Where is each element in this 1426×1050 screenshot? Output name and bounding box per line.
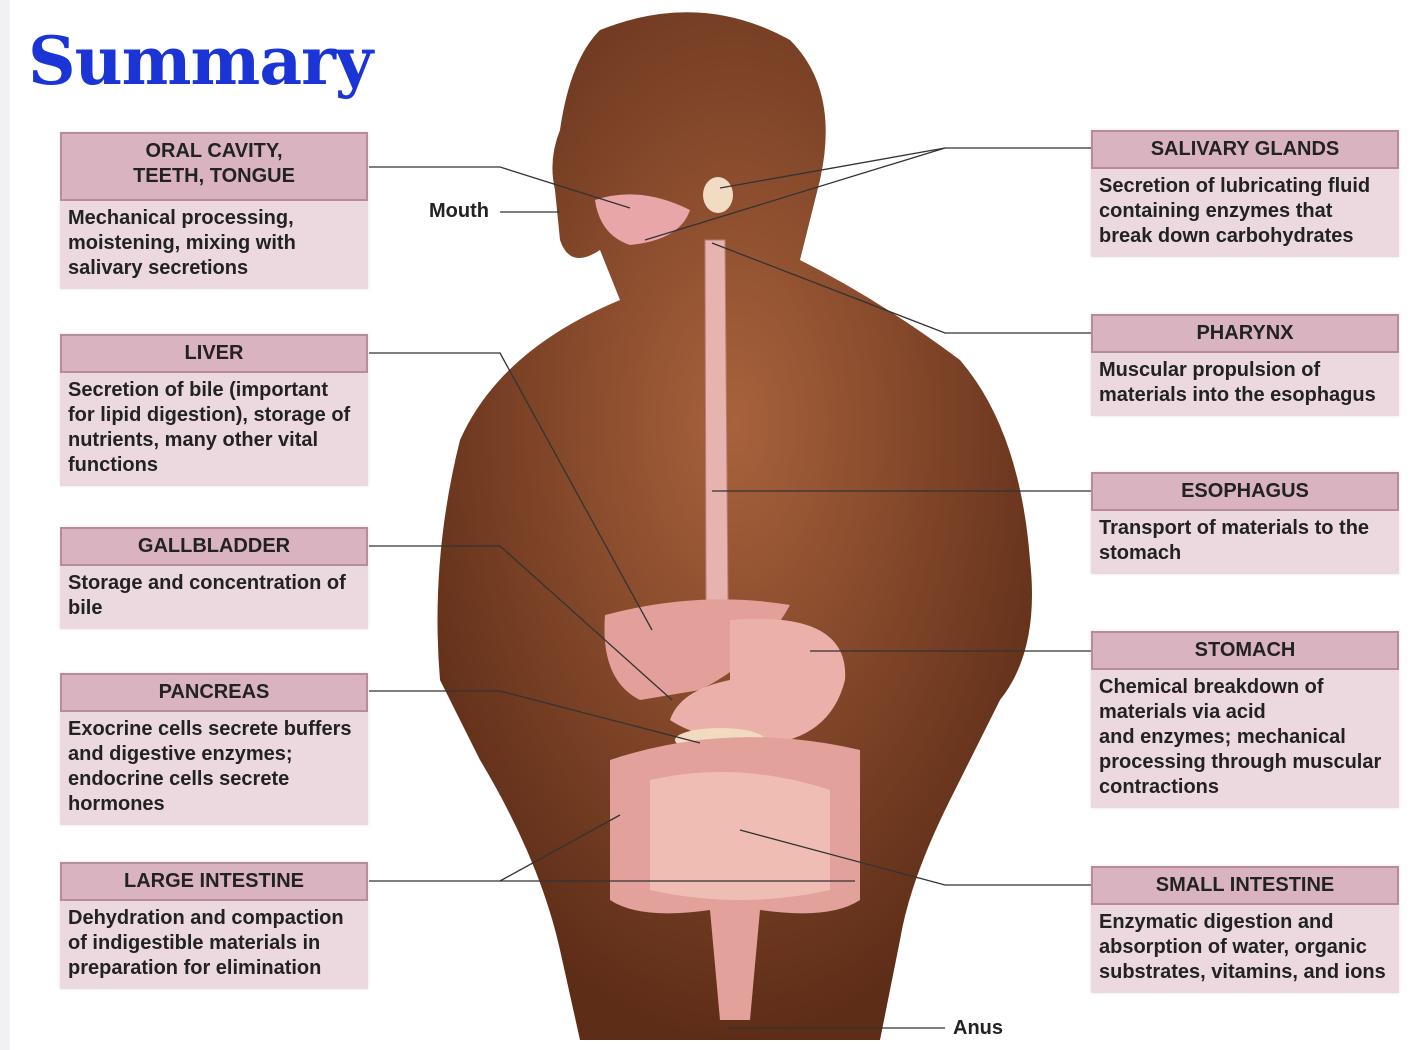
box-heading: PHARYNX: [1091, 314, 1399, 353]
esophagus: [704, 239, 729, 601]
box-heading: ESOPHAGUS: [1091, 472, 1399, 511]
anus-label: Anus: [953, 1017, 1003, 1039]
body-silhouette: [437, 12, 1032, 1041]
pancreas-box: PANCREAS Exocrine cells secrete buffers …: [60, 673, 368, 825]
box-heading: PANCREAS: [60, 673, 368, 712]
small-intestine-organ: [650, 772, 830, 900]
esophagus-box: ESOPHAGUS Transport of materials to the …: [1091, 472, 1399, 574]
box-text: Exocrine cells secrete buffers and diges…: [60, 712, 368, 825]
large-intestine-box: LARGE INTESTINE Dehydration and compacti…: [60, 862, 368, 989]
salivary-gland: [703, 177, 733, 213]
box-heading: LARGE INTESTINE: [60, 862, 368, 901]
box-heading: SALIVARY GLANDS: [1091, 130, 1399, 169]
page-title: Summary: [28, 22, 373, 100]
oral-cavity-box: ORAL CAVITY, TEETH, TONGUE Mechanical pr…: [60, 132, 368, 289]
gallbladder-box: GALLBLADDER Storage and concentration of…: [60, 527, 368, 629]
box-heading: GALLBLADDER: [60, 527, 368, 566]
box-text: Mechanical processing, moistening, mixin…: [60, 201, 368, 289]
left-edge: [0, 0, 10, 1050]
stomach-box: STOMACH Chemical breakdown of materials …: [1091, 631, 1399, 808]
liver-box: LIVER Secretion of bile (important for l…: [60, 334, 368, 486]
box-text: Chemical breakdown of materials via acid…: [1091, 670, 1399, 808]
box-text: Secretion of lubricating fluid containin…: [1091, 169, 1399, 257]
box-text: Enzymatic digestion and absorption of wa…: [1091, 905, 1399, 993]
salivary-glands-box: SALIVARY GLANDS Secretion of lubricating…: [1091, 130, 1399, 257]
box-heading: STOMACH: [1091, 631, 1399, 670]
pharynx-box: PHARYNX Muscular propulsion of materials…: [1091, 314, 1399, 416]
box-text: Transport of materials to the stomach: [1091, 511, 1399, 574]
box-heading: ORAL CAVITY, TEETH, TONGUE: [60, 132, 368, 201]
box-text: Muscular propulsion of materials into th…: [1091, 353, 1399, 416]
box-heading: SMALL INTESTINE: [1091, 866, 1399, 905]
leader-lines: [369, 147, 1091, 1029]
stomach-organ: [670, 618, 846, 745]
box-text: Dehydration and compaction of indigestib…: [60, 901, 368, 989]
box-heading: LIVER: [60, 334, 368, 373]
box-text: Storage and concentration of bile: [60, 566, 368, 629]
box-text: Secretion of bile (important for lipid d…: [60, 373, 368, 486]
mouth-label: Mouth: [429, 200, 489, 222]
small-intestine-box: SMALL INTESTINE Enzymatic digestion and …: [1091, 866, 1399, 993]
mouth-cavity: [595, 194, 690, 245]
